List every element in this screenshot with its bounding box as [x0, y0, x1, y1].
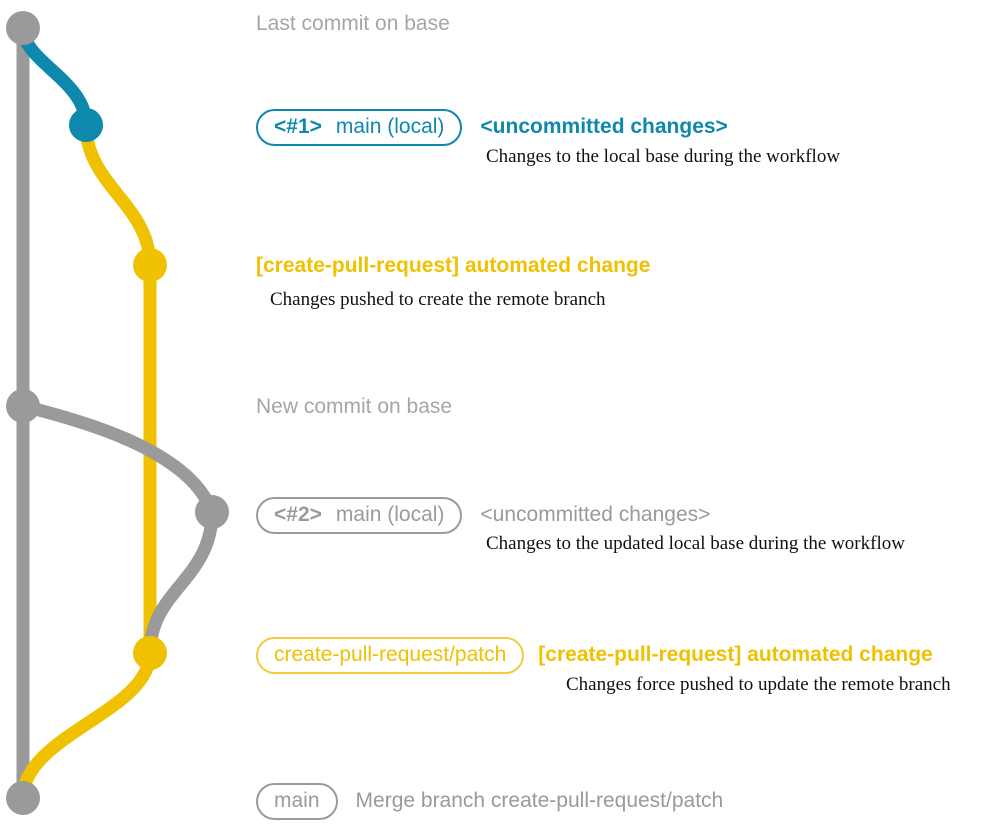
commit-row-automated-1: [create-pull-request] automated change [256, 255, 650, 276]
commit-node-merge[interactable] [6, 781, 40, 815]
edge-group-patch [16, 118, 157, 805]
ref-pill-name: main (local) [335, 503, 445, 526]
edge-group-local [16, 21, 93, 132]
edge-local-to-patch [79, 118, 157, 272]
commit-subject: Last commit on base [256, 12, 450, 35]
commit-node-new-commit-on-base[interactable] [6, 389, 40, 423]
commit-subject: New commit on base [256, 395, 453, 418]
commit-row-last-commit: Last commit on base [256, 13, 450, 34]
ref-pill-name: create-pull-request/patch [274, 643, 507, 666]
commit-subject: Merge branch create-pull-request/patch [355, 789, 724, 812]
commit-node-automated-change-1[interactable] [133, 248, 167, 282]
edge-base-to-updated-local [16, 399, 219, 519]
commit-note-local-2: Changes to the updated local base during… [486, 533, 905, 554]
commit-subject: <uncommitted changes> [480, 503, 711, 526]
ref-pill-main-local-2[interactable]: <#2> main (local) [256, 497, 463, 534]
edge-base-to-local [16, 21, 93, 132]
ref-pill-hash: <#2> [274, 503, 322, 526]
ref-pill-hash: <#1> [274, 115, 322, 138]
commit-node-automated-change-2[interactable] [133, 636, 167, 670]
commit-row-automated-2: create-pull-request/patch [create-pull-r… [256, 637, 933, 674]
commit-node-group [6, 11, 229, 815]
commit-subject: <uncommitted changes> [480, 115, 728, 138]
ref-pill-main[interactable]: main [256, 783, 338, 820]
edge-patch-to-merge [16, 646, 157, 805]
commit-subject: [create-pull-request] automated change [538, 643, 933, 666]
ref-pill-create-pull-request-patch[interactable]: create-pull-request/patch [256, 637, 525, 674]
edge-group-updated-local [16, 399, 219, 660]
edge-updated-local-to-patch [143, 505, 219, 660]
commit-node-last-commit-on-base[interactable] [6, 11, 40, 45]
commit-node-local-2[interactable] [195, 495, 229, 529]
commit-row-new-commit: New commit on base [256, 396, 452, 417]
ref-pill-name: main [274, 789, 320, 812]
commit-note-local-1: Changes to the local base during the wor… [486, 146, 841, 167]
commit-row-merge: main Merge branch create-pull-request/pa… [256, 783, 723, 820]
commit-node-local-1[interactable] [69, 108, 103, 142]
ref-pill-name: main (local) [335, 115, 445, 138]
commit-row-local-1: <#1> main (local) <uncommitted changes> [256, 109, 728, 146]
commit-note-automated-2: Changes force pushed to update the remot… [566, 674, 951, 695]
commit-note-automated-1: Changes pushed to create the remote bran… [270, 289, 606, 310]
commit-row-local-2: <#2> main (local) <uncommitted changes> [256, 497, 710, 534]
commit-subject: [create-pull-request] automated change [256, 254, 651, 277]
ref-pill-main-local-1[interactable]: <#1> main (local) [256, 109, 463, 146]
